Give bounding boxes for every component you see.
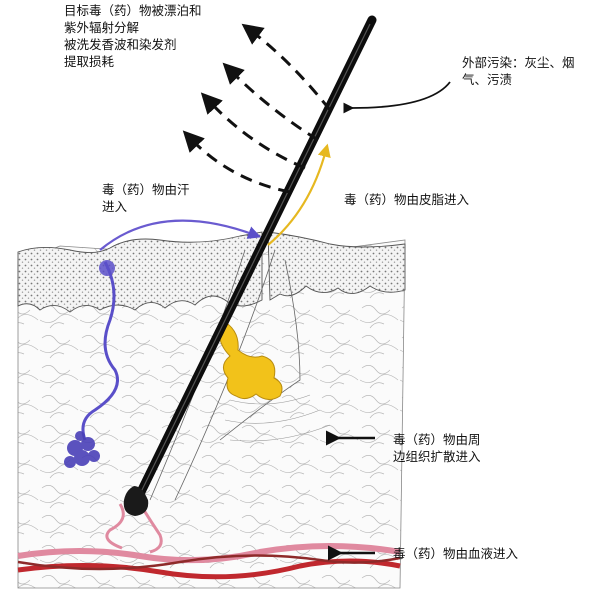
sweat-pore [99,260,115,276]
label-sebum: 毒（药）物由皮脂进入 [344,192,470,207]
hair-shaft-highlight [139,23,371,495]
dashed-arc-arrow [241,23,332,111]
external-arrow [343,81,451,114]
sweat-gland-coil [64,431,100,468]
blood-vessel-red [17,558,401,580]
blood-vessel-red-2 [17,554,401,571]
label-external-loss: 目标毒（药）物被漂泊和 紫外辐射分解 被洗发香波和染发剂 提取损耗 [64,3,202,69]
papilla [105,503,163,554]
follicle-lines [224,394,331,442]
label-blood: 毒（药）物由血液进入 [393,546,519,561]
label-diffusion: 毒（药）物由周 边组织扩散进入 [393,432,481,464]
hair-band [329,104,347,126]
hair-bulb [123,486,149,516]
sebaceous-gland [218,319,283,400]
dashed-arc-arrow [222,62,319,142]
dashed-arc-arrows [182,23,332,194]
sweat-duct [81,261,119,441]
label-sweat: 毒（药）物由汗 进入 [102,182,190,214]
dashed-arc-arrow [182,130,291,194]
sebum-arrow [267,143,331,246]
epidermis [17,231,263,313]
sweat-arrow [99,219,262,251]
dashed-arc-arrow [200,92,306,170]
label-external-pollution: 外部污染：灰尘、烟 气、污渍 [462,55,575,87]
epidermis-right [267,231,406,301]
